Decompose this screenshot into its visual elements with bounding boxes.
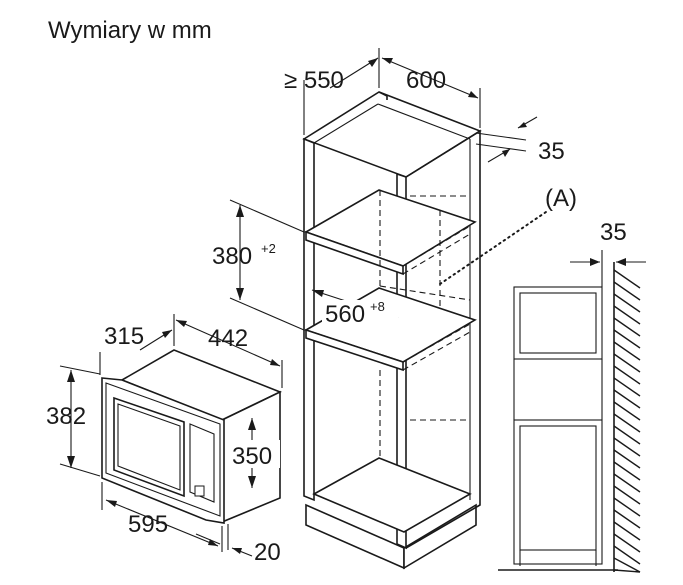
wall-hatching	[613, 269, 641, 573]
microwave-top-dimensions: 315 442	[99, 314, 283, 388]
detail-wall-section: 35	[498, 219, 646, 573]
niche-width-label: 560	[325, 301, 365, 328]
niche-width-dimension: 560 +8	[311, 289, 399, 328]
hatch-line	[613, 341, 641, 361]
microwave-body-height-label: 350	[232, 443, 272, 470]
hatch-line	[613, 545, 641, 565]
cabinet-gap-label: 35	[538, 138, 565, 165]
hatch-line	[613, 449, 641, 469]
hatch-line	[613, 557, 641, 573]
hatch-line	[613, 293, 641, 313]
hatch-line	[613, 497, 641, 517]
niche-width-tolerance: +8	[370, 299, 385, 314]
cabinet-gap-dimension: 35	[475, 116, 565, 165]
hatch-line	[613, 485, 641, 505]
detail-label: (A)	[545, 185, 577, 212]
wall-gap-label: 35	[600, 219, 627, 246]
hatch-line	[613, 569, 641, 573]
hatch-line	[613, 305, 641, 325]
niche-height-label: 380	[212, 243, 252, 270]
detail-callout: (A)	[439, 185, 577, 285]
hatch-line	[613, 389, 641, 409]
hatch-line	[613, 365, 641, 385]
hatch-line	[613, 413, 641, 433]
hatch-line	[613, 437, 641, 457]
hatch-line	[613, 353, 641, 373]
hatch-line	[613, 269, 641, 289]
cabinet-depth-label: ≥ 550	[284, 67, 344, 94]
cabinet-top-dimensions: ≥ 550 600	[284, 48, 481, 135]
hatch-line	[613, 317, 641, 337]
microwave-bottom-dimensions: 595 20	[101, 482, 281, 566]
hatch-line	[613, 473, 641, 493]
hatch-line	[613, 377, 641, 397]
hatch-line	[613, 401, 641, 421]
hatch-line	[613, 521, 641, 541]
built-in-microwave	[101, 349, 282, 524]
hatch-line	[613, 329, 641, 349]
hatch-line	[613, 509, 641, 529]
microwave-depth-label: 315	[104, 323, 144, 350]
hatch-line	[613, 281, 641, 301]
hatch-line	[613, 533, 641, 553]
hatch-line	[613, 425, 641, 445]
microwave-height-dimension: 382	[46, 365, 101, 477]
niche-height-dimension: 380 +2	[212, 199, 305, 331]
cabinet-width-label: 600	[406, 67, 446, 94]
microwave-body-height-dimension: 350	[232, 418, 280, 488]
microwave-front-width-label: 595	[128, 511, 168, 538]
microwave-front-thickness-label: 20	[254, 539, 281, 566]
diagram-title: Wymiary w mm	[48, 17, 212, 44]
microwave-body-width-label: 442	[208, 325, 248, 352]
tall-cabinet	[302, 91, 482, 570]
microwave-height-label: 382	[46, 403, 86, 430]
niche-height-tolerance: +2	[261, 241, 276, 256]
hatch-line	[613, 461, 641, 481]
